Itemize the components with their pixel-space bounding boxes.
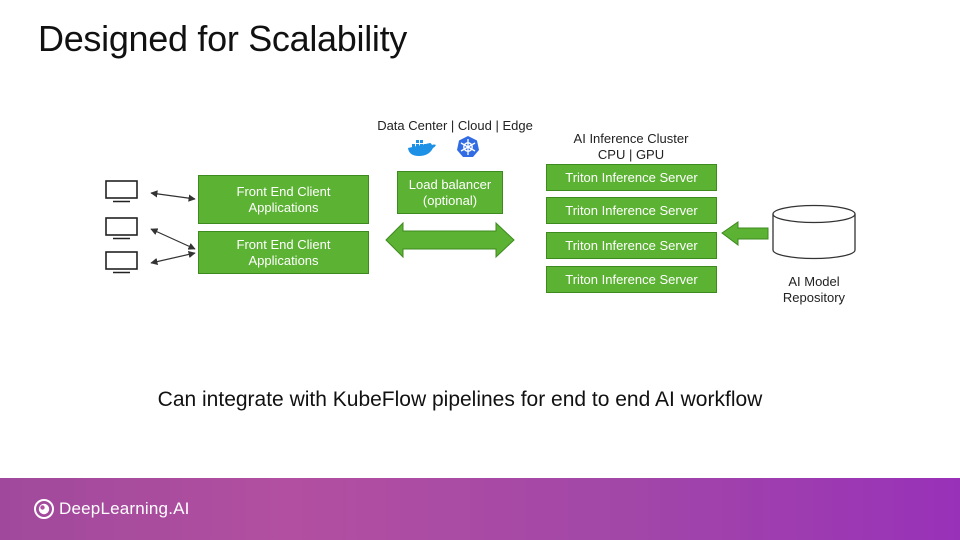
kubeflow-caption-text: Can integrate with KubeFlow pipelines fo… [157,388,763,411]
triton-server-box: Triton Inference Server [546,164,717,191]
front-end-client-box: Front End Client Applications [198,231,369,274]
front-end-line2: Applications [248,199,319,215]
front-end-line1: Front End Client [236,236,331,252]
environment-label: Data Center | Cloud | Edge [377,118,533,133]
client-arrow [150,228,196,250]
front-end-line1: Front End Client [236,183,331,199]
slide-title: Designed for Scalability [38,18,407,59]
repository-label-line1: AI Model [788,274,840,289]
repository-icon [772,204,856,260]
front-end-client-box: Front End Client Applications [198,175,369,224]
deeplearning-logo-icon [34,499,54,519]
cluster-label-line2: CPU | GPU [597,147,665,162]
repository-label: AI Model Repository [762,274,866,306]
repository-arrow [721,221,769,246]
load-balancer-line2: (optional) [422,192,478,208]
cluster-label-line1: AI Inference Cluster [573,131,689,146]
cluster-label: AI Inference Cluster CPU | GPU [556,131,706,163]
monitor-icon [105,180,138,203]
docker-icon [408,140,436,156]
environment-icons [408,136,479,157]
kubernetes-icon [457,136,479,157]
load-balancer-double-arrow [385,221,515,259]
client-arrow [150,190,196,202]
footer-bar: DeepLearning.AI [0,478,960,540]
brand-logo-text: DeepLearning.AI [59,499,190,518]
monitor-icon [105,251,138,274]
triton-server-box: Triton Inference Server [546,266,717,293]
load-balancer-box: Load balancer (optional) [397,171,503,214]
load-balancer-line1: Load balancer [408,176,492,192]
triton-server-box: Triton Inference Server [546,197,717,224]
front-end-line2: Applications [248,252,319,268]
repository-label-line2: Repository [782,290,846,305]
kubeflow-caption: Can integrate with KubeFlow pipelines fo… [0,388,920,412]
brand-logo: DeepLearning.AI [34,498,190,520]
monitor-icon [105,217,138,240]
triton-server-box: Triton Inference Server [546,232,717,259]
client-arrow [150,250,196,266]
